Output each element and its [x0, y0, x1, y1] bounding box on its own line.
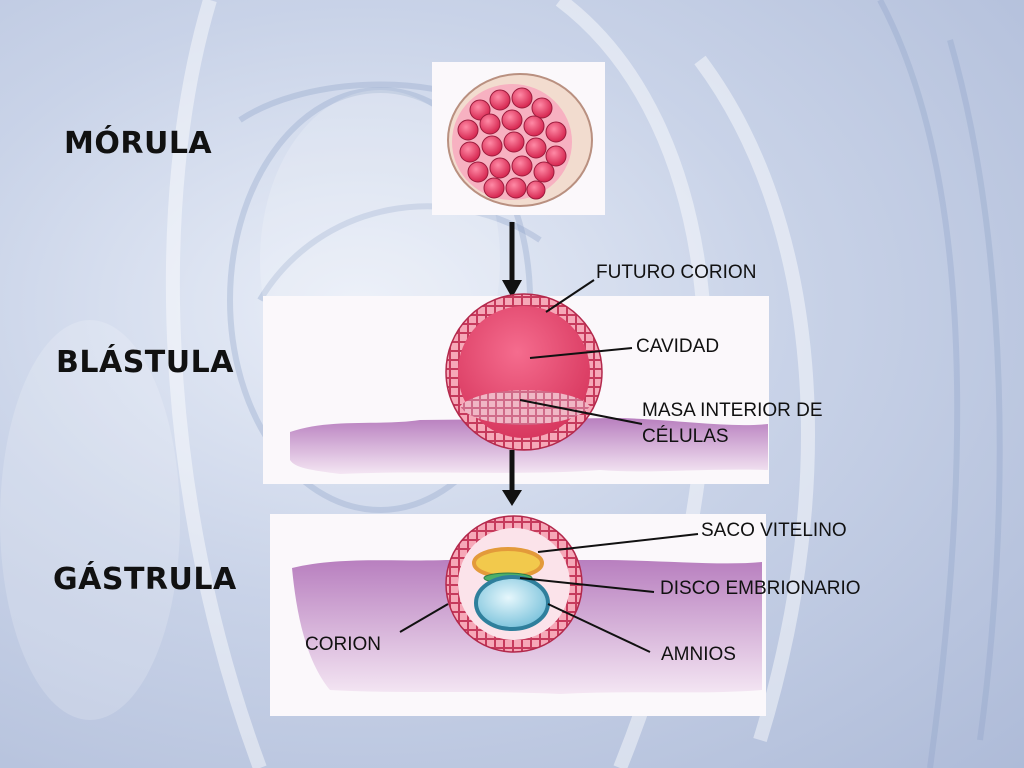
- label-corion: CORION: [305, 634, 381, 655]
- label-futuro-corion: FUTURO CORION: [596, 262, 757, 283]
- label-disco-embrionario: DISCO EMBRIONARIO: [660, 578, 861, 599]
- label-masa-interior-line2: CÉLULAS: [642, 426, 729, 447]
- label-amnios: AMNIOS: [661, 644, 736, 665]
- label-masa-interior-line1: MASA INTERIOR DE: [642, 400, 823, 421]
- stage-label-gastrula: GÁSTRULA: [53, 562, 237, 597]
- label-saco-vitelino: SACO VITELINO: [701, 520, 847, 541]
- stage-label-blastula: BLÁSTULA: [56, 345, 234, 380]
- label-cavidad: CAVIDAD: [636, 336, 720, 357]
- blastula-panel: [263, 296, 769, 484]
- morula-panel: [432, 62, 605, 215]
- stage-label-morula: MÓRULA: [64, 126, 213, 161]
- gastrula-panel: [270, 514, 766, 716]
